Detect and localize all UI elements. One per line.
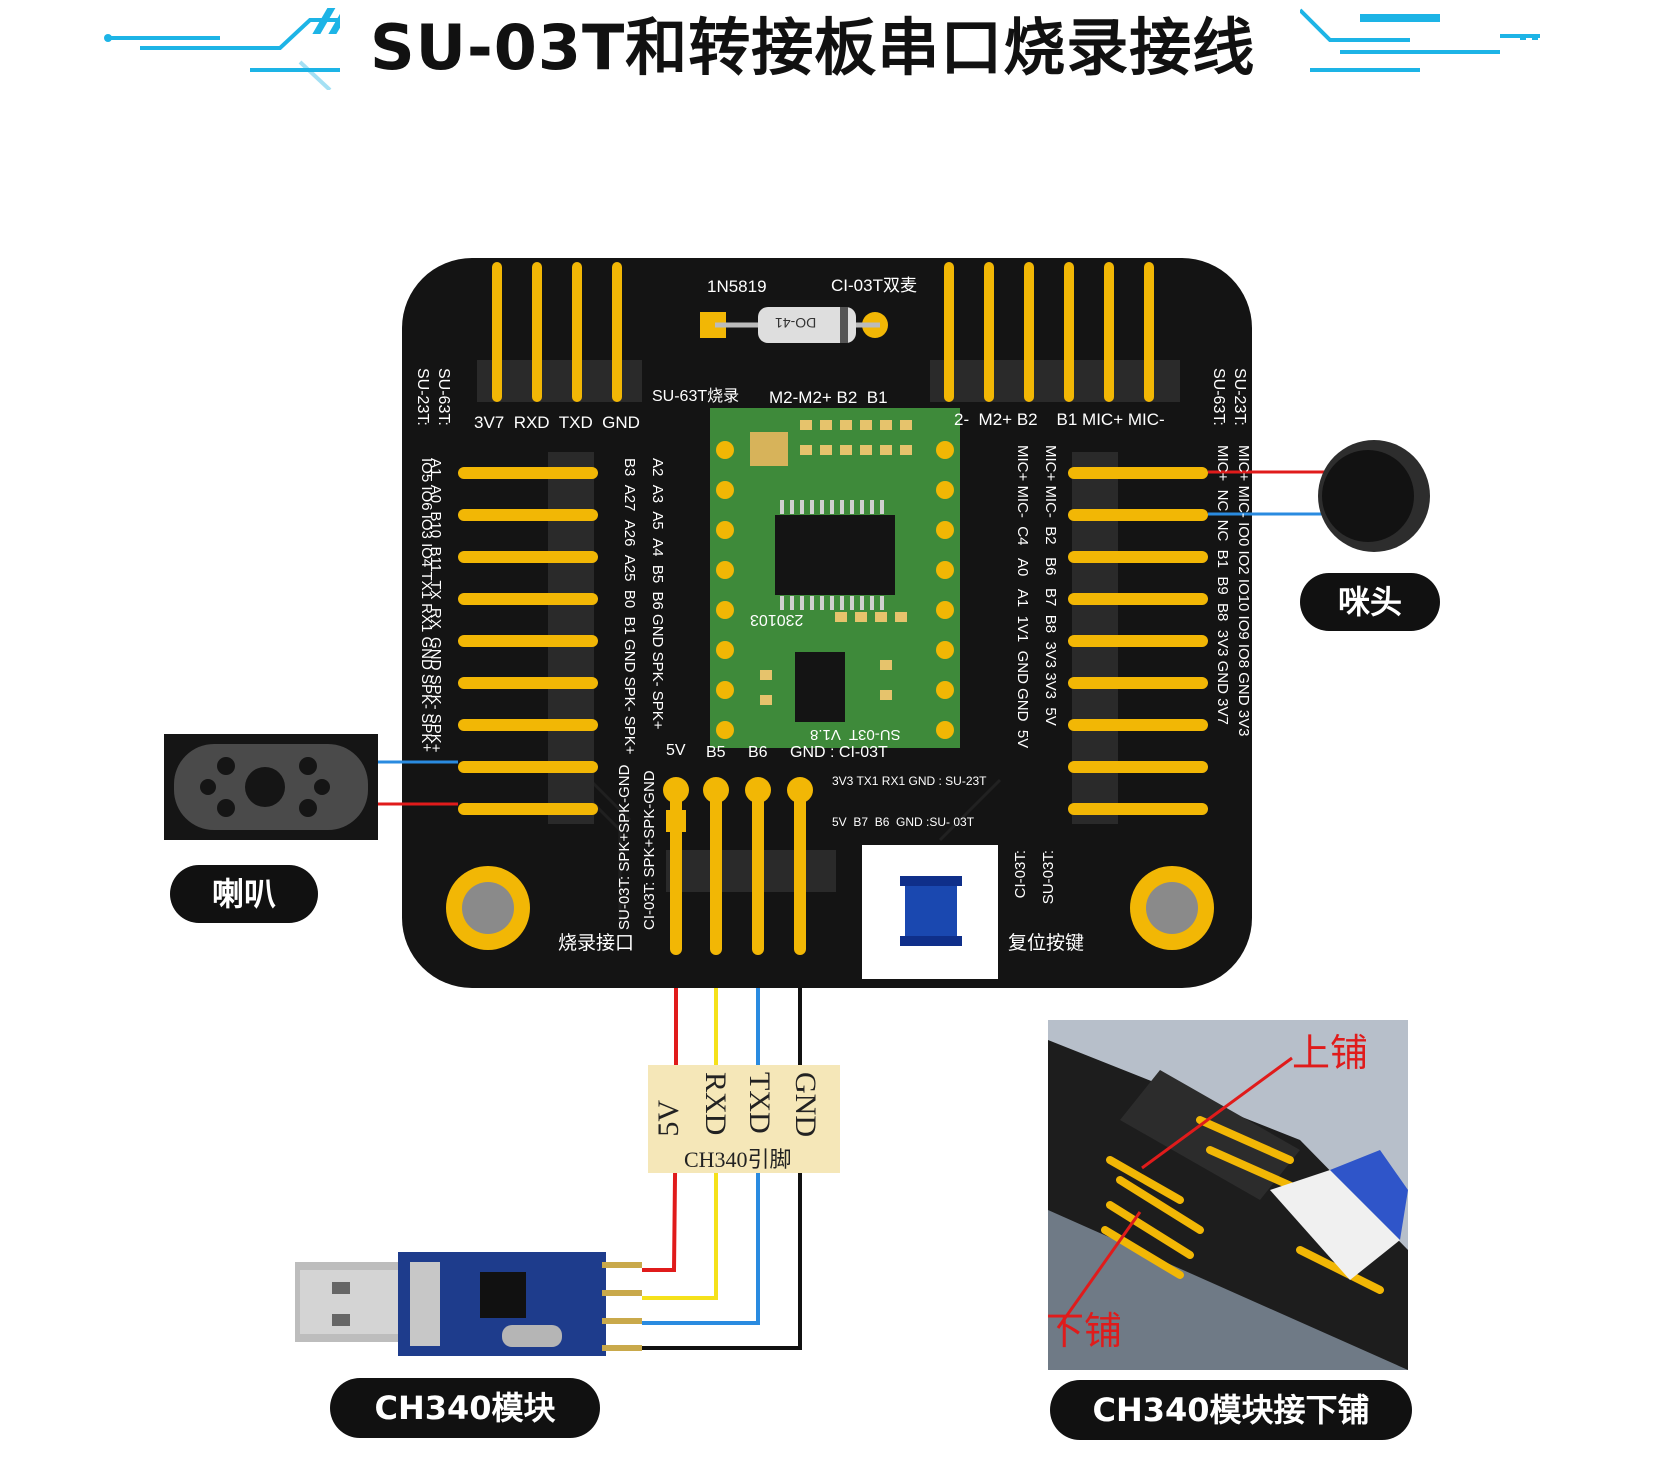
right-vert-su23t: SU-23T: (1231, 368, 1248, 426)
ch340-pin-5v: 5V (652, 1100, 685, 1137)
burn-pin-b5: B5 (706, 744, 726, 761)
ch340-pin-label-box (648, 1065, 840, 1173)
mounting-hole-right (1130, 866, 1214, 950)
right-inner-a: MIC+ MIC- C4 A0 A1 1V1 GND GND 5V (1014, 445, 1031, 749)
photo-label-bottom: 下铺 (1046, 1309, 1123, 1353)
header-top-left (477, 262, 642, 402)
diode-body-label: DO-41 (775, 315, 817, 331)
ch340-pin-gnd: GND (789, 1072, 822, 1137)
reset-button (862, 845, 998, 979)
photo-label-top: 上铺 (1292, 1031, 1369, 1075)
reset-button-label: 复位按键 (1008, 933, 1085, 954)
right-col-a: MIC+ NC NC B1 B9 B8 3V3 GND 3V7 (1214, 445, 1231, 725)
mic-label: 咪头 (1300, 573, 1440, 631)
left-inner-a: B3 A27 A26 A25 B0 B1 GND SPK- SPK+ (621, 458, 638, 755)
ch340-usb-module (295, 1252, 642, 1356)
header-right (1068, 452, 1208, 824)
header-top-right (930, 262, 1180, 402)
header-decoration-left (104, 8, 340, 90)
left-col-b: IO5 IO6 IO3 IO4 TX1 RX1 GND SPK- SPK+ (418, 458, 435, 752)
su63t-burn-label: SU-63T烧录 (652, 388, 740, 405)
ch340-pin-caption: CH340引脚 (684, 1147, 792, 1172)
wire-5v (642, 950, 678, 1272)
left-inner-b: A2 A3 A5 A4 B5 B6 GND SPK- SPK+ (649, 458, 666, 730)
module-date-label: 230103 (750, 611, 804, 628)
top-right-pin-labels: 2- M2+ B2 B1 MIC+ MIC- (954, 410, 1165, 429)
mic-image (1208, 440, 1430, 552)
pcb-3d-photo (1048, 1020, 1408, 1370)
ci03t-dual-mic-label: CI-03T双麦 (831, 276, 917, 295)
top-left-pin-labels: 3V7 RXD TXD GND (474, 413, 640, 432)
left-vert-su63t: SU-63T: (435, 368, 452, 426)
header-decoration-right (1300, 8, 1540, 72)
speaker-image (164, 734, 458, 840)
burn-pin-5v: 5V (666, 742, 686, 759)
ch340-pin-txd: TXD (743, 1072, 776, 1134)
wire-txd (642, 950, 760, 1325)
su03t-vert-label: SU-03T: SPK+SPK-GND (616, 764, 633, 930)
ch340-bottom-label: CH340模块接下铺 (1050, 1380, 1412, 1440)
su03t-vert-right: SU-03T: (1040, 850, 1057, 905)
wire-gnd (642, 950, 802, 1350)
burn-port-label: 烧录接口 (558, 933, 635, 954)
right-vert-su63t: SU-63T: (1210, 368, 1227, 426)
left-vert-su23t: SU-23T: (414, 368, 431, 426)
ch340-module-label: CH340模块 (330, 1378, 600, 1438)
burn-pin-b6: B6 (748, 744, 768, 761)
page-title: SU-03T和转接板串口烧录接线 (370, 11, 1256, 84)
right-col-b: MIC+ MIC- IO0 IO2 IO10 IO9 IO8 GND 3V3 (1235, 445, 1252, 737)
speaker-label: 喇叭 (170, 865, 318, 923)
top-mid-pin-labels: M2-M2+ B2 B1 (769, 388, 888, 407)
diode-label: 1N5819 (707, 277, 767, 296)
su03-row-label: 5V B7 B6 GND :SU- 03T (832, 815, 975, 829)
burn-pin-gnd: GND : CI-03T (790, 744, 888, 761)
left-col-a: A1 A0 B10 B11 TX RX GND SPK- SPK+ (427, 458, 444, 753)
burn-port-header (663, 777, 836, 955)
mounting-hole-left (446, 866, 530, 950)
header-left (458, 452, 598, 824)
right-inner-b: MIC+ MIC- B2 B6 B7 B8 3V3 3V3 5V (1042, 445, 1059, 726)
ch340-pin-rxd: RXD (699, 1072, 732, 1136)
su03t-module (710, 408, 960, 748)
su23t-row-label: 3V3 TX1 RX1 GND : SU-23T (832, 774, 987, 788)
module-version-label: SU-03T V1.8 (810, 726, 901, 743)
wire-rxd (642, 950, 718, 1300)
diode-1n5819 (700, 307, 888, 343)
ci03t-vert-label: CI-03T: SPK+SPK-GND (641, 770, 658, 930)
ci03t-vert-right: CI-03T: (1012, 850, 1029, 899)
